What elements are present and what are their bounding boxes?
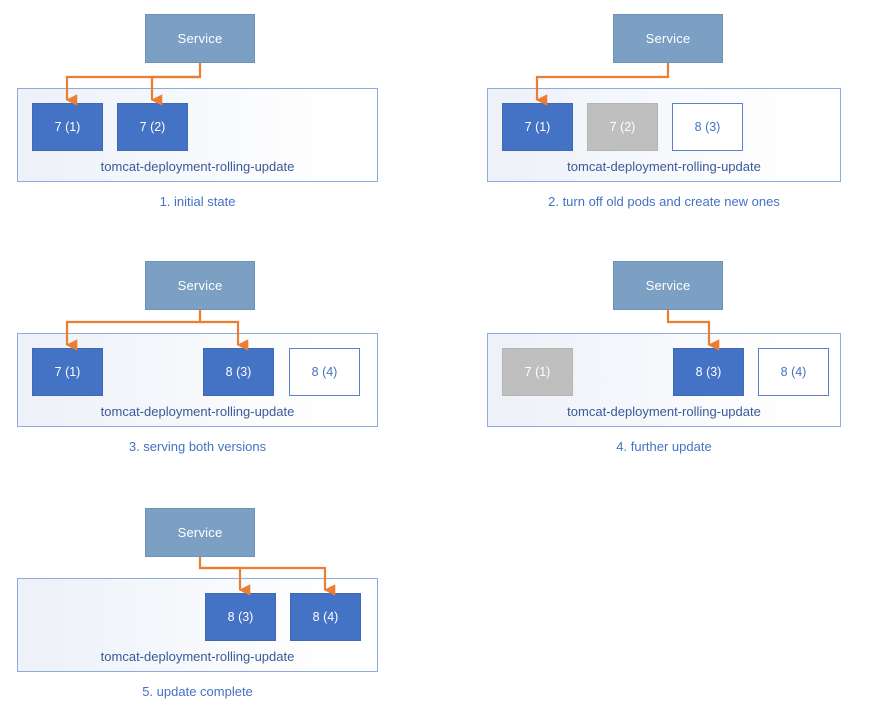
pod-box[interactable]: 8 (3): [203, 348, 274, 396]
pod-box[interactable]: 8 (4): [758, 348, 829, 396]
pod-label: 8 (4): [780, 365, 807, 379]
deployment-label: tomcat-deployment-rolling-update: [567, 404, 761, 419]
pod-label: 7 (1): [54, 365, 81, 379]
service-label: Service: [177, 278, 223, 293]
pod-box[interactable]: 7 (1): [32, 103, 103, 151]
pod-label: 8 (3): [225, 365, 252, 379]
panel-caption: 5. update complete: [142, 684, 253, 699]
service-label: Service: [177, 525, 223, 540]
pod-label: 7 (2): [609, 120, 636, 134]
pod-box[interactable]: 7 (1): [502, 103, 573, 151]
deployment-label: tomcat-deployment-rolling-update: [567, 159, 761, 174]
service-box[interactable]: Service: [145, 14, 255, 63]
service-box[interactable]: Service: [145, 508, 255, 557]
panel-caption: 4. further update: [616, 439, 712, 454]
service-box[interactable]: Service: [145, 261, 255, 310]
service-label: Service: [645, 278, 691, 293]
deployment-label: tomcat-deployment-rolling-update: [100, 649, 295, 664]
pod-label: 7 (1): [524, 365, 551, 379]
pod-label: 8 (4): [312, 610, 339, 624]
panel-caption: 2. turn off old pods and create new ones: [548, 194, 780, 209]
pod-label: 7 (1): [524, 120, 551, 134]
deployment-label: tomcat-deployment-rolling-update: [100, 404, 295, 419]
pod-label: 8 (3): [695, 365, 722, 379]
pod-label: 8 (4): [311, 365, 338, 379]
pod-box[interactable]: 8 (3): [673, 348, 744, 396]
pod-label: 7 (2): [139, 120, 166, 134]
pod-box[interactable]: 7 (1): [502, 348, 573, 396]
pod-box[interactable]: 7 (2): [117, 103, 188, 151]
pod-label: 8 (3): [227, 610, 254, 624]
panel-caption: 3. serving both versions: [128, 439, 267, 454]
panel-caption: 1. initial state: [159, 194, 236, 209]
deployment-label: tomcat-deployment-rolling-update: [100, 159, 295, 174]
service-box[interactable]: Service: [613, 14, 723, 63]
service-label: Service: [645, 31, 691, 46]
pod-box[interactable]: 7 (1): [32, 348, 103, 396]
pod-label: 7 (1): [54, 120, 81, 134]
pod-box[interactable]: 8 (4): [290, 593, 361, 641]
pod-box[interactable]: 7 (2): [587, 103, 658, 151]
pod-box[interactable]: 8 (3): [205, 593, 276, 641]
pod-label: 8 (3): [694, 120, 721, 134]
pod-box[interactable]: 8 (3): [672, 103, 743, 151]
service-label: Service: [177, 31, 223, 46]
pod-box[interactable]: 8 (4): [289, 348, 360, 396]
service-box[interactable]: Service: [613, 261, 723, 310]
